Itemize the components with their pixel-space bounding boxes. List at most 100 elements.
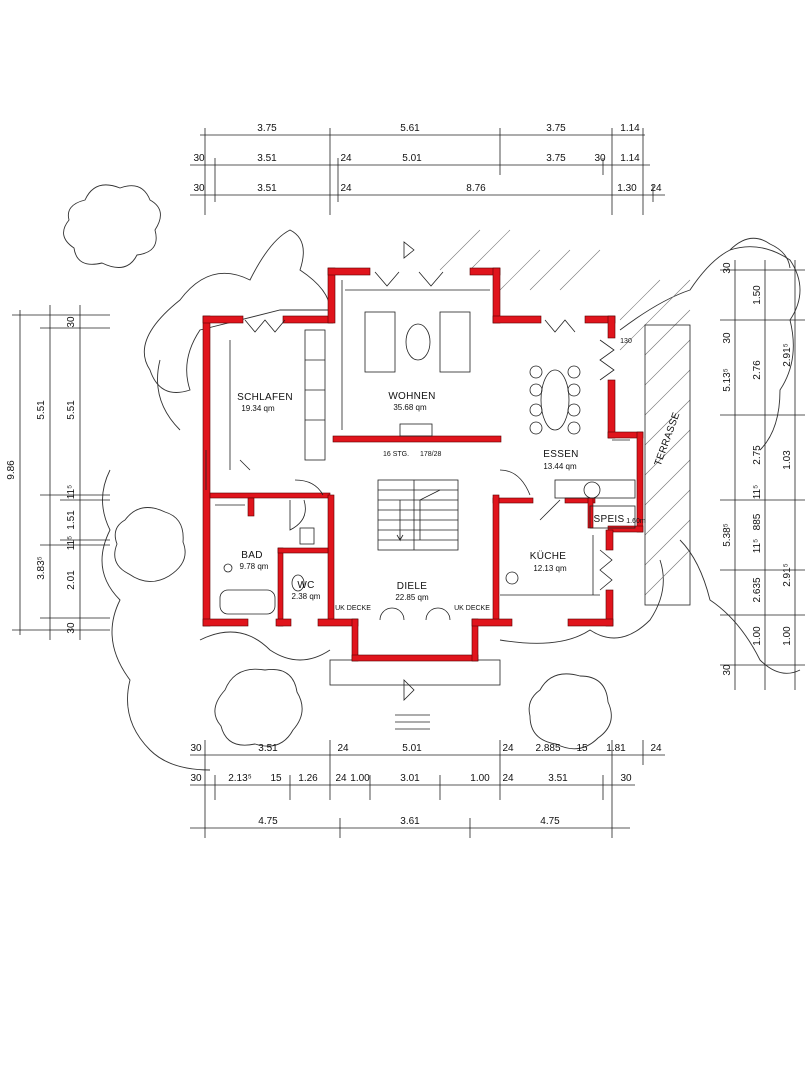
dim-left-3: 1.51	[66, 510, 77, 530]
toilet-icon	[291, 574, 305, 592]
dim-bottom-1: 1.81	[606, 743, 626, 754]
dim-bottom-1: 30	[190, 743, 202, 754]
dim-top-3: 30	[193, 183, 205, 194]
dim-top-2: 3.75	[546, 153, 566, 164]
room-area-bad: 9.78 qm	[240, 562, 269, 571]
dim-top-2: 24	[340, 153, 352, 164]
dim-bottom-2: 1.00	[470, 773, 490, 784]
stairs-count: 16 STG.	[383, 451, 409, 458]
dim-right-2: 2.91⁵	[782, 343, 793, 367]
dim-left-2: 5.51	[36, 400, 47, 420]
room-name-wc: WC	[297, 580, 314, 591]
dim-bottom-2: 2.13⁵	[228, 773, 252, 784]
dim-bottom-3: 4.75	[258, 816, 278, 827]
dim-top-2: 30	[193, 153, 205, 164]
interior-details	[205, 271, 636, 621]
dim-right-1: 1.00	[752, 626, 763, 646]
uk-decke-label: UK DECKE	[335, 605, 371, 612]
dim-bottom-2: 24	[335, 773, 347, 784]
dimensions-bottom	[190, 740, 665, 838]
dim-bottom-1: 3.51	[258, 743, 278, 754]
dim-bottom-2: 3.01	[400, 773, 420, 784]
dim-right-1: 30	[722, 262, 733, 274]
room-area-schlafen: 19.34 qm	[241, 404, 275, 413]
terrasse-label: TERRASSE	[653, 411, 683, 468]
staircase	[377, 479, 459, 551]
room-area-wc: 2.38 qm	[292, 592, 321, 601]
uk-decke-label: UK DECKE	[454, 605, 490, 612]
room-name-essen: ESSEN	[543, 449, 578, 460]
stairs-ratio: 178/28	[420, 451, 442, 458]
small-dim-130: 130	[620, 338, 632, 345]
dim-top-3: 1.30	[617, 183, 637, 194]
tree-icon	[63, 184, 161, 268]
room-name-wohnen: WOHNEN	[388, 391, 435, 402]
dim-bottom-1: 15	[576, 743, 588, 754]
dim-bottom-2: 3.51	[548, 773, 568, 784]
dim-top-2: 1.14	[620, 153, 640, 164]
dim-bottom-2: 1.00	[350, 773, 370, 784]
dim-right-1: 2.76	[752, 360, 763, 380]
room-name-diele: DIELE	[397, 581, 427, 592]
dim-bottom-2: 30	[190, 773, 202, 784]
room-area-kueche: 12.13 qm	[533, 564, 567, 573]
dim-left-1: 9.86	[6, 460, 17, 480]
dim-left-3: 2.01	[66, 570, 77, 590]
dim-right-1: 885	[752, 513, 763, 530]
room-name-speis: SPEIS	[594, 514, 625, 525]
dim-bottom-2: 1.26	[298, 773, 318, 784]
tree-icon	[214, 668, 303, 747]
room-area-wohnen: 35.68 qm	[393, 403, 427, 412]
dim-left-3: 30	[66, 622, 77, 634]
dim-bottom-1: 5.01	[402, 743, 422, 754]
landscape	[63, 184, 801, 771]
dim-left-3: 5.51	[66, 400, 77, 420]
dimensions-right	[720, 260, 805, 690]
room-area-speis: 1.60m	[626, 518, 646, 525]
dim-top-2: 30	[594, 153, 606, 164]
dim-right-1: 2.635	[752, 577, 763, 602]
room-name-kueche: KÜCHE	[530, 550, 567, 562]
dim-right-2: 1.03	[782, 450, 793, 470]
coffee-table-icon	[405, 323, 431, 361]
room-name-schlafen: SCHLAFEN	[237, 392, 293, 403]
dim-bottom-2: 15	[270, 773, 282, 784]
dimensions-top	[190, 128, 665, 215]
dim-bottom-3: 3.61	[400, 816, 420, 827]
dim-bottom-1: 24	[650, 743, 662, 754]
dim-bottom-2: 24	[502, 773, 514, 784]
tree-icon	[528, 673, 612, 750]
dim-right-1: 11⁵	[752, 485, 763, 500]
dim-top-1: 3.75	[546, 123, 566, 134]
dim-top-1: 5.61	[400, 123, 420, 134]
dim-left-3: 30	[66, 316, 77, 328]
dim-right-2: 2.91⁵	[782, 563, 793, 587]
bathtub-icon	[219, 589, 276, 615]
room-area-essen: 13.44 qm	[543, 462, 577, 471]
dim-top-3: 8.76	[466, 183, 486, 194]
dim-top-2: 3.51	[257, 153, 277, 164]
dim-bottom-1: 24	[337, 743, 349, 754]
dim-right-3: 5.38⁵	[722, 523, 733, 547]
dim-right-1: 1.50	[752, 285, 763, 305]
entrance-arrow-icon	[403, 679, 415, 701]
walls	[202, 267, 644, 662]
dining-table-icon	[540, 369, 570, 431]
dim-bottom-2: 30	[620, 773, 632, 784]
dim-right-1: 2.75	[752, 445, 763, 465]
dim-bottom-3: 4.75	[540, 816, 560, 827]
dim-left-3: 11⁵	[66, 485, 77, 500]
dimensions-left	[12, 305, 110, 640]
tree-icon	[114, 507, 186, 582]
dim-top-2: 5.01	[402, 153, 422, 164]
dim-right-2: 1.00	[782, 626, 793, 646]
dim-bottom-1: 24	[502, 743, 514, 754]
dim-right-3: 5.13⁵	[722, 368, 733, 392]
dim-top-1: 1.14	[620, 123, 640, 134]
sofa-icon	[364, 311, 396, 373]
dim-right-1: 11⁵	[752, 539, 763, 554]
dim-top-1: 3.75	[257, 123, 277, 134]
north-arrow-icon	[403, 241, 415, 259]
dim-top-3: 24	[650, 183, 662, 194]
